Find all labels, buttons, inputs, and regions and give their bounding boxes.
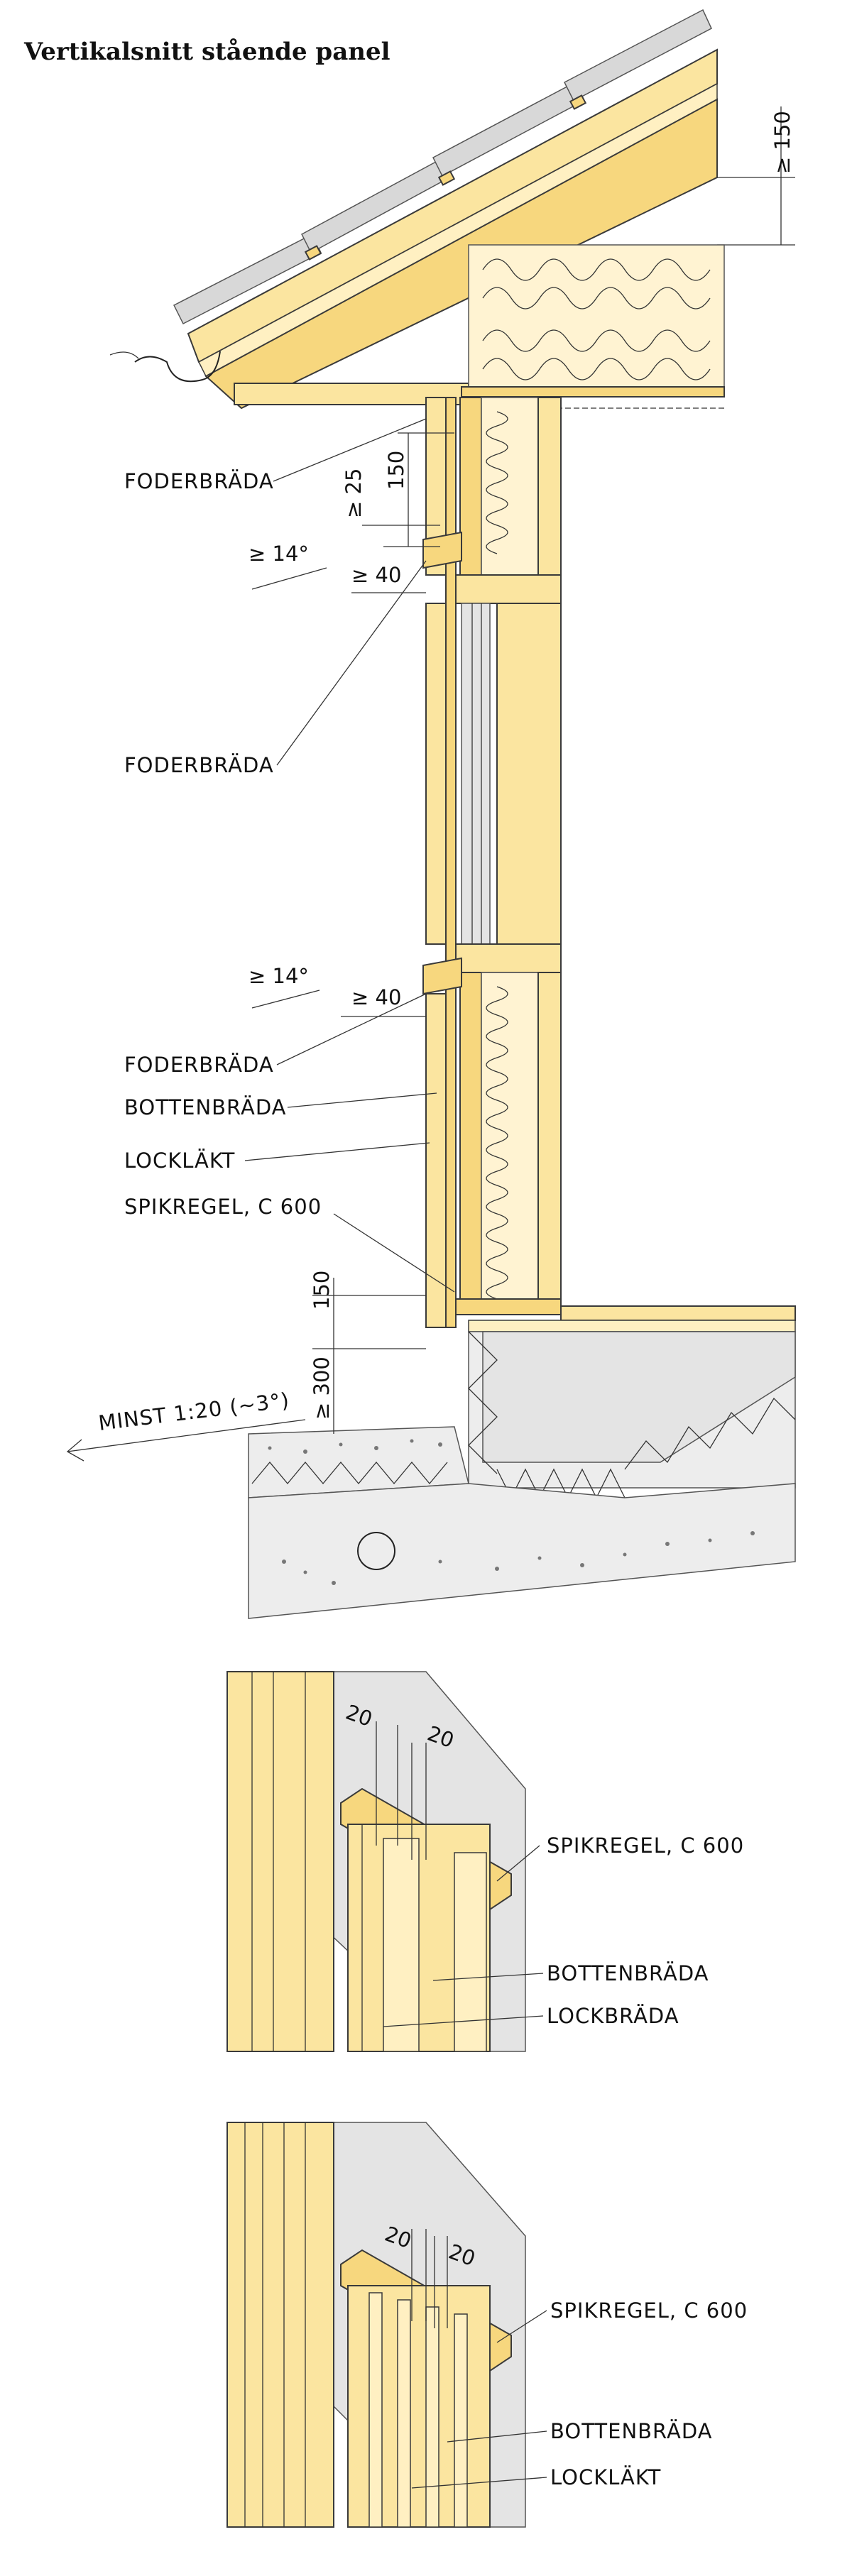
wall-construction [422,397,796,1332]
dim-gap-40-bottom: ≥ 40 [351,985,401,1009]
label-bottenbrada: BOTTENBRÄDA [124,1095,287,1119]
dim-gap-25: ≥ 25 [342,468,366,518]
angle-14-top: ≥ 14° [248,542,309,566]
dim-height-150-top: 150 [384,451,408,490]
section-annotations: FODERBRÄDA ≥ 25 150 ≥ 14° ≥ 40 FODERBRÄD… [66,418,455,1462]
label-foderbrada-3: FODERBRÄDA [124,1053,274,1077]
detail1-label-bottenbrada: BOTTENBRÄDA [547,1961,709,1985]
label-slope: MINST 1:20 (~3°) [97,1388,291,1435]
page-title: Vertikalsnitt stående panel [23,38,390,66]
dim-height-150-bottom: 150 [310,1271,334,1310]
detail1-label-lock: LOCKBRÄDA [547,2004,679,2028]
panel-detail-locklakt: 20 20 SPIKREGEL, C 600 BOTTENBRÄDA LOCKL… [226,2122,748,2528]
attic-insulation [461,244,725,409]
detail2-label-bottenbrada: BOTTENBRÄDA [550,2419,713,2443]
label-spikregel: SPIKREGEL, C 600 [124,1195,322,1219]
detail2-label-lock: LOCKLÄKT [550,2465,661,2489]
label-foderbrada-2: FODERBRÄDA [124,753,274,777]
label-foderbrada-1: FODERBRÄDA [124,469,274,493]
detail2-label-spikregel: SPIKREGEL, C 600 [550,2298,748,2323]
dim-ground-300: ≥ 300 [310,1356,334,1420]
label-locklakt: LOCKLÄKT [124,1149,235,1173]
roof-construction: ≥ 150 [109,9,795,410]
detail1-label-spikregel: SPIKREGEL, C 600 [547,1834,744,1858]
panel-detail-lockbrada: 20 20 SPIKREGEL, C 600 BOTTENBRÄDA LOCKB… [226,1671,744,2052]
angle-14-bottom: ≥ 14° [248,964,309,988]
roof-overhang-dimension: ≥ 150 [770,111,794,174]
foundation [248,1331,796,1619]
dim-gap-40-top: ≥ 40 [351,563,401,587]
